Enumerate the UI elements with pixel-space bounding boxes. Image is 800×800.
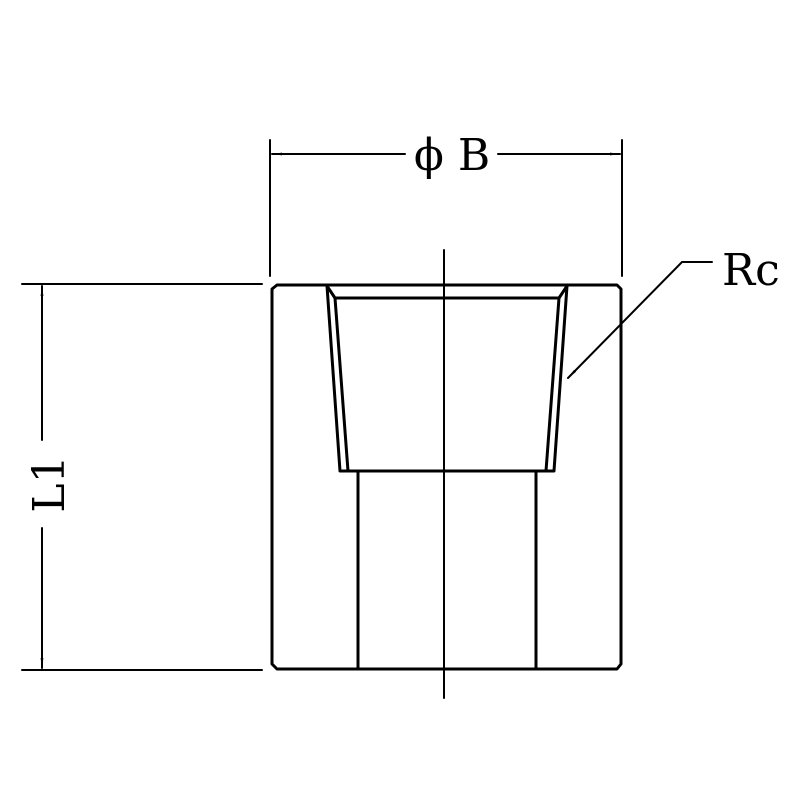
thread-root-right bbox=[544, 296, 561, 473]
length-label: L1 bbox=[24, 455, 75, 512]
thread-label: Rc bbox=[722, 245, 780, 296]
thread-chamfer bbox=[325, 284, 569, 300]
thread-root-left bbox=[333, 296, 350, 473]
diameter-label: ϕ B bbox=[414, 130, 490, 181]
thread-bore-outer bbox=[325, 284, 569, 473]
thread-leader bbox=[567, 261, 713, 379]
body-outline bbox=[270, 283, 623, 671]
